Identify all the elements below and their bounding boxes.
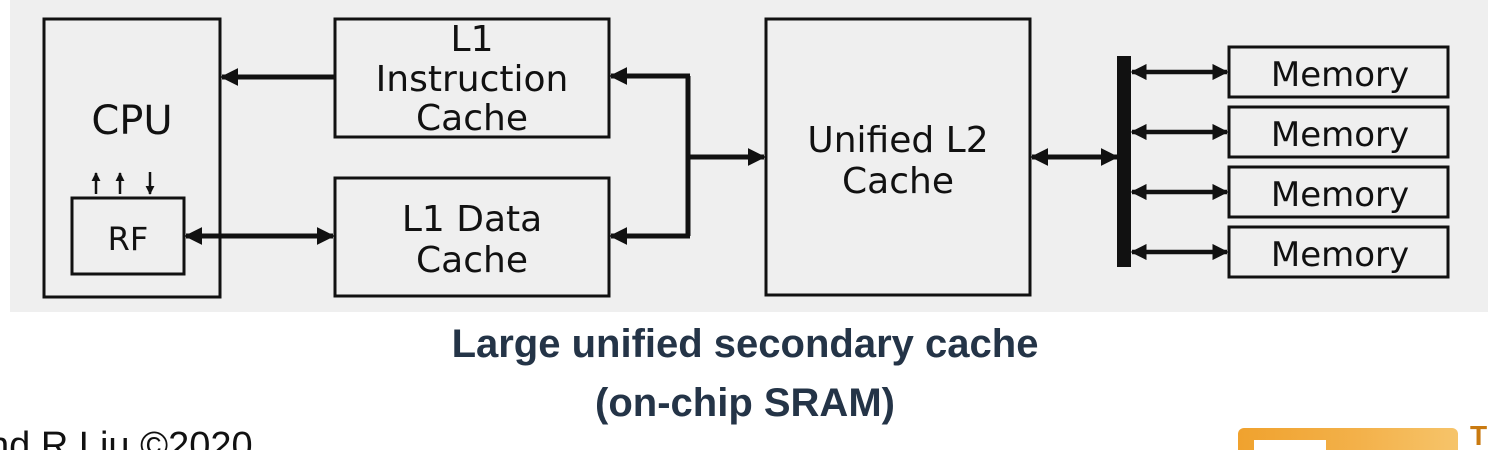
- memory-label-1: Memory: [1271, 55, 1409, 95]
- l2-line-2: Cache: [842, 161, 954, 202]
- l1i-line-3: Cache: [416, 98, 528, 139]
- memory-label-4: Memory: [1271, 235, 1409, 275]
- memory-box-2: Memory: [1227, 105, 1450, 159]
- cpu-box: CPU: [42, 17, 222, 299]
- l1-instruction-cache-box: L1 Instruction Cache: [333, 17, 611, 139]
- footer-credit: nd R Liu ©2020: [0, 425, 253, 450]
- publisher-logo: T: [1238, 420, 1487, 450]
- caption-line-1: Large unified secondary cache: [451, 322, 1039, 366]
- memory-label-2: Memory: [1271, 115, 1409, 155]
- caption-line-2: (on-chip SRAM): [595, 381, 895, 425]
- l2-line-1: Unified L2: [807, 120, 988, 161]
- l1d-line-1: L1 Data: [402, 199, 542, 240]
- logo-letter: T: [1470, 420, 1488, 450]
- logo-block: [1238, 428, 1458, 450]
- memory-box-1: Memory: [1227, 45, 1450, 99]
- memory-box-3: Memory: [1227, 165, 1450, 219]
- memory-bus: [1117, 56, 1131, 267]
- l1-to-l2-connector: [609, 67, 766, 245]
- l1i-line-2: Instruction: [376, 59, 569, 100]
- l1i-line-1: L1: [451, 19, 494, 60]
- cpu-label: CPU: [91, 98, 172, 144]
- register-file-label: RF: [108, 220, 149, 258]
- memory-label-3: Memory: [1271, 175, 1409, 215]
- cache-hierarchy-diagram: CPU RF L1 Instruction Cache L1 Data Cach…: [10, 0, 1488, 312]
- logo-inner-panel: [1254, 440, 1326, 450]
- memory-box-4: Memory: [1227, 225, 1450, 279]
- register-file-box: RF: [70, 196, 186, 276]
- l1-data-cache-box: L1 Data Cache: [333, 176, 611, 298]
- rf-port-arrows: [91, 172, 155, 195]
- l2-cache-box: Unified L2 Cache: [764, 17, 1032, 297]
- l1d-line-2: Cache: [416, 240, 528, 281]
- bus-memory-arrows: [1130, 63, 1229, 261]
